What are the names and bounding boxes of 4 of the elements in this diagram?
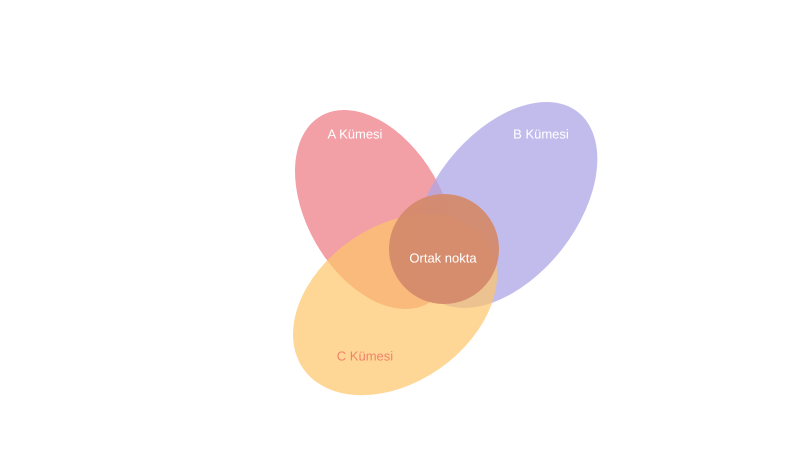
set-label: B Kümesi: [513, 126, 569, 142]
set-label: Ortak nokta: [409, 250, 477, 266]
set-label: A Kümesi: [328, 126, 382, 142]
set-label: C Kümesi: [336, 348, 394, 364]
